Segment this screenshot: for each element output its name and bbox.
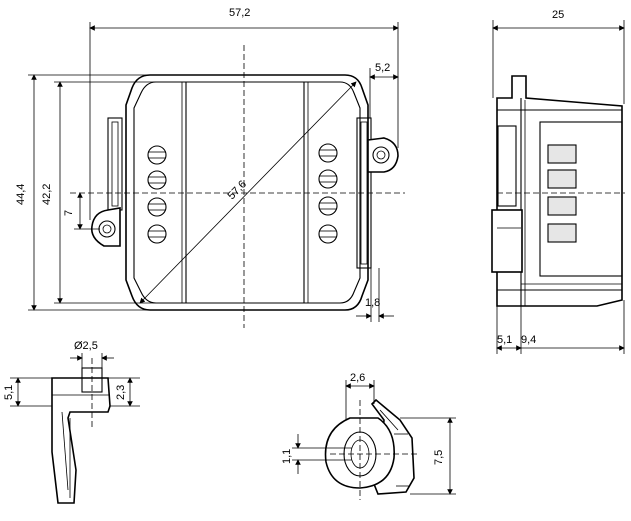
dim-mount-offset: 7 [63, 210, 75, 216]
right-mount-ear [367, 137, 399, 173]
side-mount-ear [491, 209, 523, 273]
left-rail [107, 117, 123, 211]
front-dimensions [28, 22, 399, 322]
right-mount-hole-inner [376, 150, 386, 160]
housing-outline [125, 74, 369, 311]
side-terminal [547, 144, 577, 164]
dim-tab-offset: 5,2 [375, 62, 390, 74]
dim-ear-height: 7,5 [433, 450, 445, 465]
dim-ear-width: 2,6 [350, 372, 365, 384]
clip-line [61, 411, 69, 491]
dim-clip-height: 5,1 [3, 385, 15, 400]
ear-ring [324, 417, 395, 489]
clip-detail-view [51, 358, 111, 504]
side-housing [496, 75, 623, 307]
dim-side-left: 5,1 [497, 334, 512, 346]
dim-side-right: 9,4 [521, 334, 536, 346]
side-view [491, 75, 625, 307]
ear-dimensions [292, 380, 456, 495]
dim-clip-step: 2,3 [115, 385, 127, 400]
dim-ear-small: 1,1 [281, 449, 293, 464]
side-terminal [547, 223, 577, 243]
clip-dimensions [10, 353, 140, 407]
right-mount-hole [372, 146, 390, 164]
left-mount-ear [90, 207, 121, 247]
side-terminals [547, 144, 577, 243]
side-cover [539, 121, 623, 277]
side-clip [497, 125, 517, 207]
clip-profile [51, 377, 111, 504]
ear-detail-view [324, 398, 420, 500]
left-rail-inner [111, 121, 119, 207]
side-terminal [547, 169, 577, 189]
dim-front-width: 57,2 [229, 7, 250, 19]
dim-clip-diameter: Ø2,5 [74, 340, 98, 352]
left-mount-hole-inner [102, 224, 112, 234]
front-view [70, 45, 405, 328]
ear-line [379, 409, 399, 431]
dim-front-height-outer: 44,4 [15, 184, 27, 205]
side-terminal [547, 196, 577, 216]
side-dimensions [492, 20, 625, 354]
diagonal-dim-line [139, 81, 357, 304]
dim-side-depth: 25 [552, 9, 564, 21]
dim-front-height-inner: 42,2 [41, 184, 53, 205]
dim-clip-width: 1,8 [365, 297, 380, 309]
